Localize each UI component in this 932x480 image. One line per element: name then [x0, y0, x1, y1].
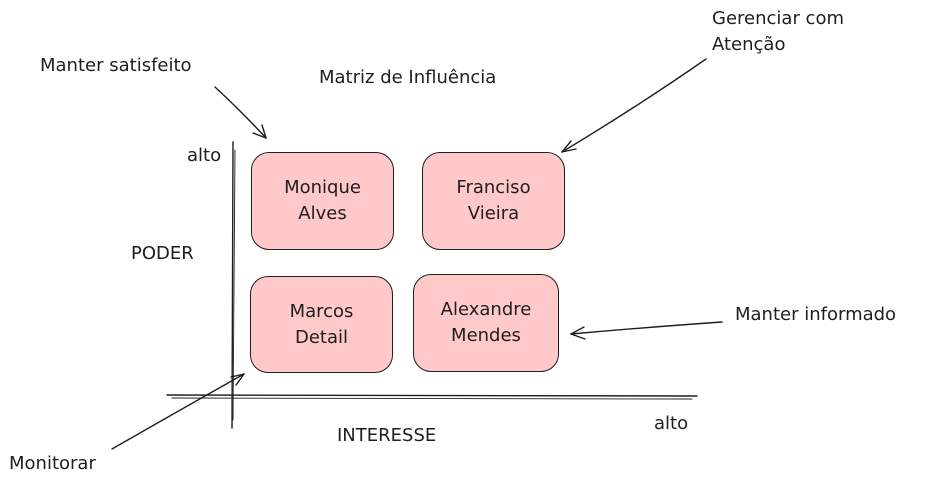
quadrant-top-left-box[interactable]: Monique Alves: [251, 152, 394, 250]
top-right-name-line1: Franciso: [456, 177, 531, 198]
quadrant-bottom-right-box[interactable]: Alexandre Mendes: [413, 274, 559, 372]
y-axis-line-sketch: [232, 149, 236, 421]
y-axis-high-label: alto: [187, 145, 222, 166]
keep-satisfied-arrow: [214, 86, 267, 139]
chart-title: Matriz de Influência: [319, 67, 497, 88]
top-left-name-line2: Alves: [298, 203, 347, 224]
bottom-right-name-line2: Mendes: [451, 325, 521, 346]
x-axis-label: INTERESSE: [337, 425, 437, 446]
bottom-left-name-line2: Detail: [294, 326, 349, 348]
manage-closely-label-line1: Gerenciar com: [712, 8, 845, 29]
manage-closely-arrow: [561, 58, 707, 153]
x-axis-line-sketch: [171, 397, 693, 400]
y-axis-label: PODER: [131, 243, 194, 264]
keep-informed-label: Manter informado: [735, 304, 897, 325]
top-left-name-line1: Monique: [284, 177, 361, 198]
quadrant-top-right-box[interactable]: Franciso Vieira: [422, 152, 565, 250]
keep-satisfied-label: Manter satisfeito: [40, 55, 192, 76]
x-axis-line: [166, 394, 698, 397]
monitor-arrow: [111, 373, 245, 450]
manage-closely-label-line2: Atenção: [712, 34, 786, 55]
top-right-name-line2: Vieira: [467, 203, 520, 224]
bottom-left-name-line1: Marcos: [289, 300, 354, 322]
keep-informed-arrow: [570, 321, 723, 340]
bottom-right-name-line1: Alexandre: [440, 299, 532, 320]
monitor-label: Monitorar: [9, 453, 96, 474]
x-axis-high-label: alto: [654, 413, 689, 434]
quadrant-bottom-left-box[interactable]: Marcos Detail: [250, 276, 393, 373]
